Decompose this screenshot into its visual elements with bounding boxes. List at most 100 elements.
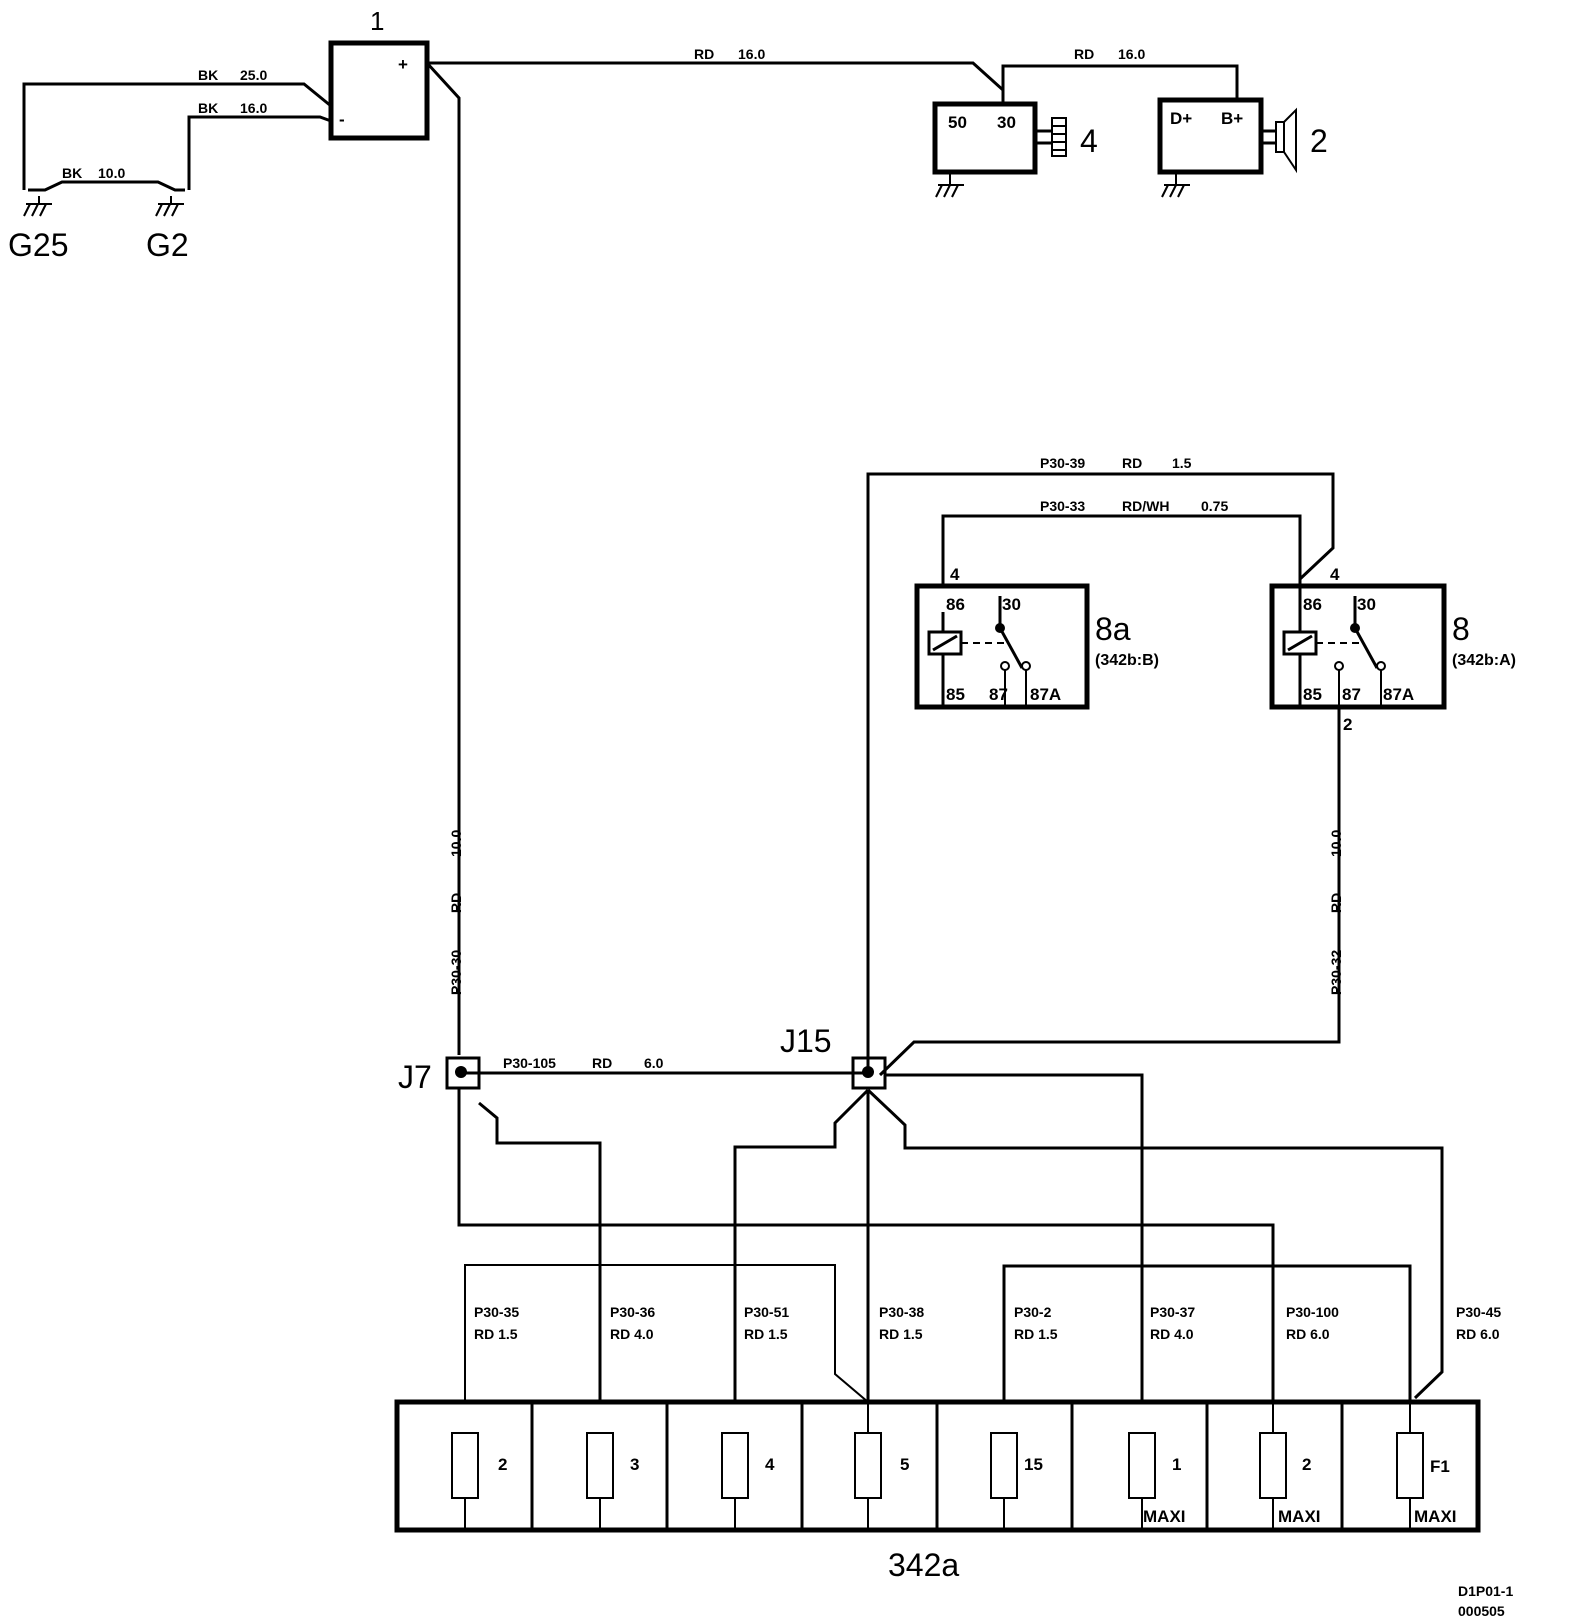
svg-text:3: 3 — [630, 1455, 639, 1474]
svg-text:P30-37: P30-37 — [1150, 1304, 1195, 1320]
alternator-pulley-icon — [1275, 121, 1285, 153]
wire-bk16-size: 16.0 — [240, 100, 267, 116]
junction-j15 — [851, 1056, 887, 1090]
relay-8a-pin-85: 85 — [946, 685, 965, 704]
fusebox-label: 342a — [888, 1547, 959, 1583]
relay-8-pin-85: 85 — [1303, 685, 1322, 704]
svg-text:P30-45: P30-45 — [1456, 1304, 1501, 1320]
wire-p30-33-color: RD/WH — [1122, 498, 1169, 514]
svg-text:RD: RD — [1328, 893, 1344, 913]
wire-p30-36 — [478, 1101, 602, 1424]
wire-p30-35 — [464, 1264, 869, 1433]
wire-bk10-size: 10.0 — [98, 165, 125, 181]
svg-text:MAXI: MAXI — [1278, 1507, 1321, 1526]
fuse-wire-label-5: P30-37 RD 4.0 — [1150, 1304, 1195, 1342]
relay-8a-id: 8a — [1095, 611, 1131, 647]
wire-bk16-color: BK — [198, 100, 218, 116]
relay-8-bottom-pin: 2 — [1343, 715, 1352, 734]
relay-8a-pin-87a: 87A — [1030, 685, 1061, 704]
relay-8-top-pin: 4 — [1330, 565, 1340, 584]
fuse-2: 4 — [721, 1432, 775, 1530]
alternator: D+ B+ 2 — [1157, 97, 1328, 198]
footer-date: 000505 — [1458, 1603, 1505, 1619]
battery-id: 1 — [370, 6, 384, 36]
wire-rd-16-starter — [427, 61, 1005, 104]
svg-text:15: 15 — [1024, 1455, 1043, 1474]
relay-8-pin-87: 87 — [1342, 685, 1361, 704]
wire-p30-30 — [425, 61, 461, 1055]
svg-text:4: 4 — [765, 1455, 775, 1474]
junction-j7 — [445, 1056, 481, 1090]
wire-p30-33 — [941, 514, 1302, 586]
wire-p30-100 — [457, 1088, 1275, 1402]
fuse-wire-label-4: P30-2 RD 1.5 — [1014, 1304, 1058, 1342]
wire-bk-10 — [28, 180, 185, 192]
wire-p30-33-size: 0.75 — [1201, 498, 1228, 514]
relay-8a-pin-30: 30 — [1002, 595, 1021, 614]
svg-text:1: 1 — [1172, 1455, 1181, 1474]
wire-p30-2 — [1002, 1264, 1412, 1424]
svg-text:10.0: 10.0 — [448, 830, 464, 857]
footer-code: D1P01-1 — [1458, 1583, 1513, 1599]
wire-bk10-color: BK — [62, 165, 82, 181]
wire-p30-37 — [885, 1073, 1144, 1424]
fuse-wire-label-3: P30-38 RD 1.5 — [879, 1304, 924, 1342]
wire-p30-105-color: RD — [592, 1055, 612, 1071]
battery-minus-label: - — [339, 110, 345, 129]
relay-8-pin-86: 86 — [1303, 595, 1322, 614]
wire-label-p30-30: P30-30 RD 10.0 — [448, 830, 464, 995]
relay-8a-pin-87: 87 — [989, 685, 1008, 704]
svg-text:MAXI: MAXI — [1143, 1507, 1186, 1526]
ground-symbol-g2 — [155, 196, 184, 217]
wire-p30-45 — [866, 1088, 1444, 1400]
fusebox — [394, 1399, 1481, 1533]
svg-text:RD 6.0: RD 6.0 — [1286, 1326, 1330, 1342]
svg-text:RD 1.5: RD 1.5 — [744, 1326, 788, 1342]
svg-text:F1: F1 — [1430, 1457, 1450, 1476]
fuse-wire-label-6: P30-100 RD 6.0 — [1286, 1304, 1339, 1342]
wire-rd-16-alternator — [1001, 64, 1239, 100]
wire-p30-105-code: P30-105 — [503, 1055, 556, 1071]
svg-text:P30-30: P30-30 — [448, 950, 464, 995]
starter-id: 4 — [1080, 123, 1098, 159]
fuse-7: F1 MAXI — [1396, 1402, 1457, 1530]
wire-p30-39 — [866, 472, 1335, 1075]
ground-symbol-g25 — [23, 196, 52, 217]
svg-text:10.0: 10.0 — [1328, 830, 1344, 857]
relay-8: 4 86 30 85 87 87A 2 8 (342b:A) — [1269, 565, 1516, 734]
svg-text:RD 1.5: RD 1.5 — [879, 1326, 923, 1342]
wire-rd16b-color: RD — [1074, 46, 1094, 62]
relay-8a: 4 86 30 85 87 87A 8a (342b:B) — [914, 565, 1159, 710]
starter-pin-30: 30 — [997, 113, 1016, 132]
fuse-wire-label-2: P30-51 RD 1.5 — [744, 1304, 789, 1342]
alternator-pin-b-plus: B+ — [1221, 109, 1243, 128]
wire-rd16a-size: 16.0 — [738, 46, 765, 62]
fuse-wire-label-7: P30-45 RD 6.0 — [1456, 1304, 1501, 1342]
svg-text:P30-51: P30-51 — [744, 1304, 789, 1320]
svg-text:RD 4.0: RD 4.0 — [1150, 1326, 1194, 1342]
alternator-id: 2 — [1310, 123, 1328, 159]
relay-8-pin-30: 30 — [1357, 595, 1376, 614]
wire-p30-51 — [733, 1088, 870, 1424]
relay-8-id: 8 — [1452, 611, 1470, 647]
wire-p30-105-size: 6.0 — [644, 1055, 664, 1071]
svg-text:P30-38: P30-38 — [879, 1304, 924, 1320]
relay-8a-pin-86: 86 — [946, 595, 965, 614]
wire-bk-25 — [22, 82, 332, 190]
svg-text:MAXI: MAXI — [1414, 1507, 1457, 1526]
svg-text:P30-2: P30-2 — [1014, 1304, 1052, 1320]
svg-text:P30-32: P30-32 — [1328, 950, 1344, 995]
fuse-3: 5 — [854, 1402, 909, 1530]
wire-bk25-color: BK — [198, 67, 218, 83]
wire-p30-33-code: P30-33 — [1040, 498, 1085, 514]
fuse-4: 15 — [990, 1432, 1043, 1530]
svg-text:P30-35: P30-35 — [474, 1304, 519, 1320]
relay-8a-ref: (342b:B) — [1095, 652, 1159, 669]
junction-label-j7: J7 — [398, 1059, 432, 1095]
starter-pin-50: 50 — [948, 113, 967, 132]
fuse-wire-label-1: P30-36 RD 4.0 — [610, 1304, 655, 1342]
fuse-wire-label-0: P30-35 RD 1.5 — [474, 1304, 519, 1342]
wire-bk25-size: 25.0 — [240, 67, 267, 83]
relay-8a-top-pin: 4 — [950, 565, 960, 584]
